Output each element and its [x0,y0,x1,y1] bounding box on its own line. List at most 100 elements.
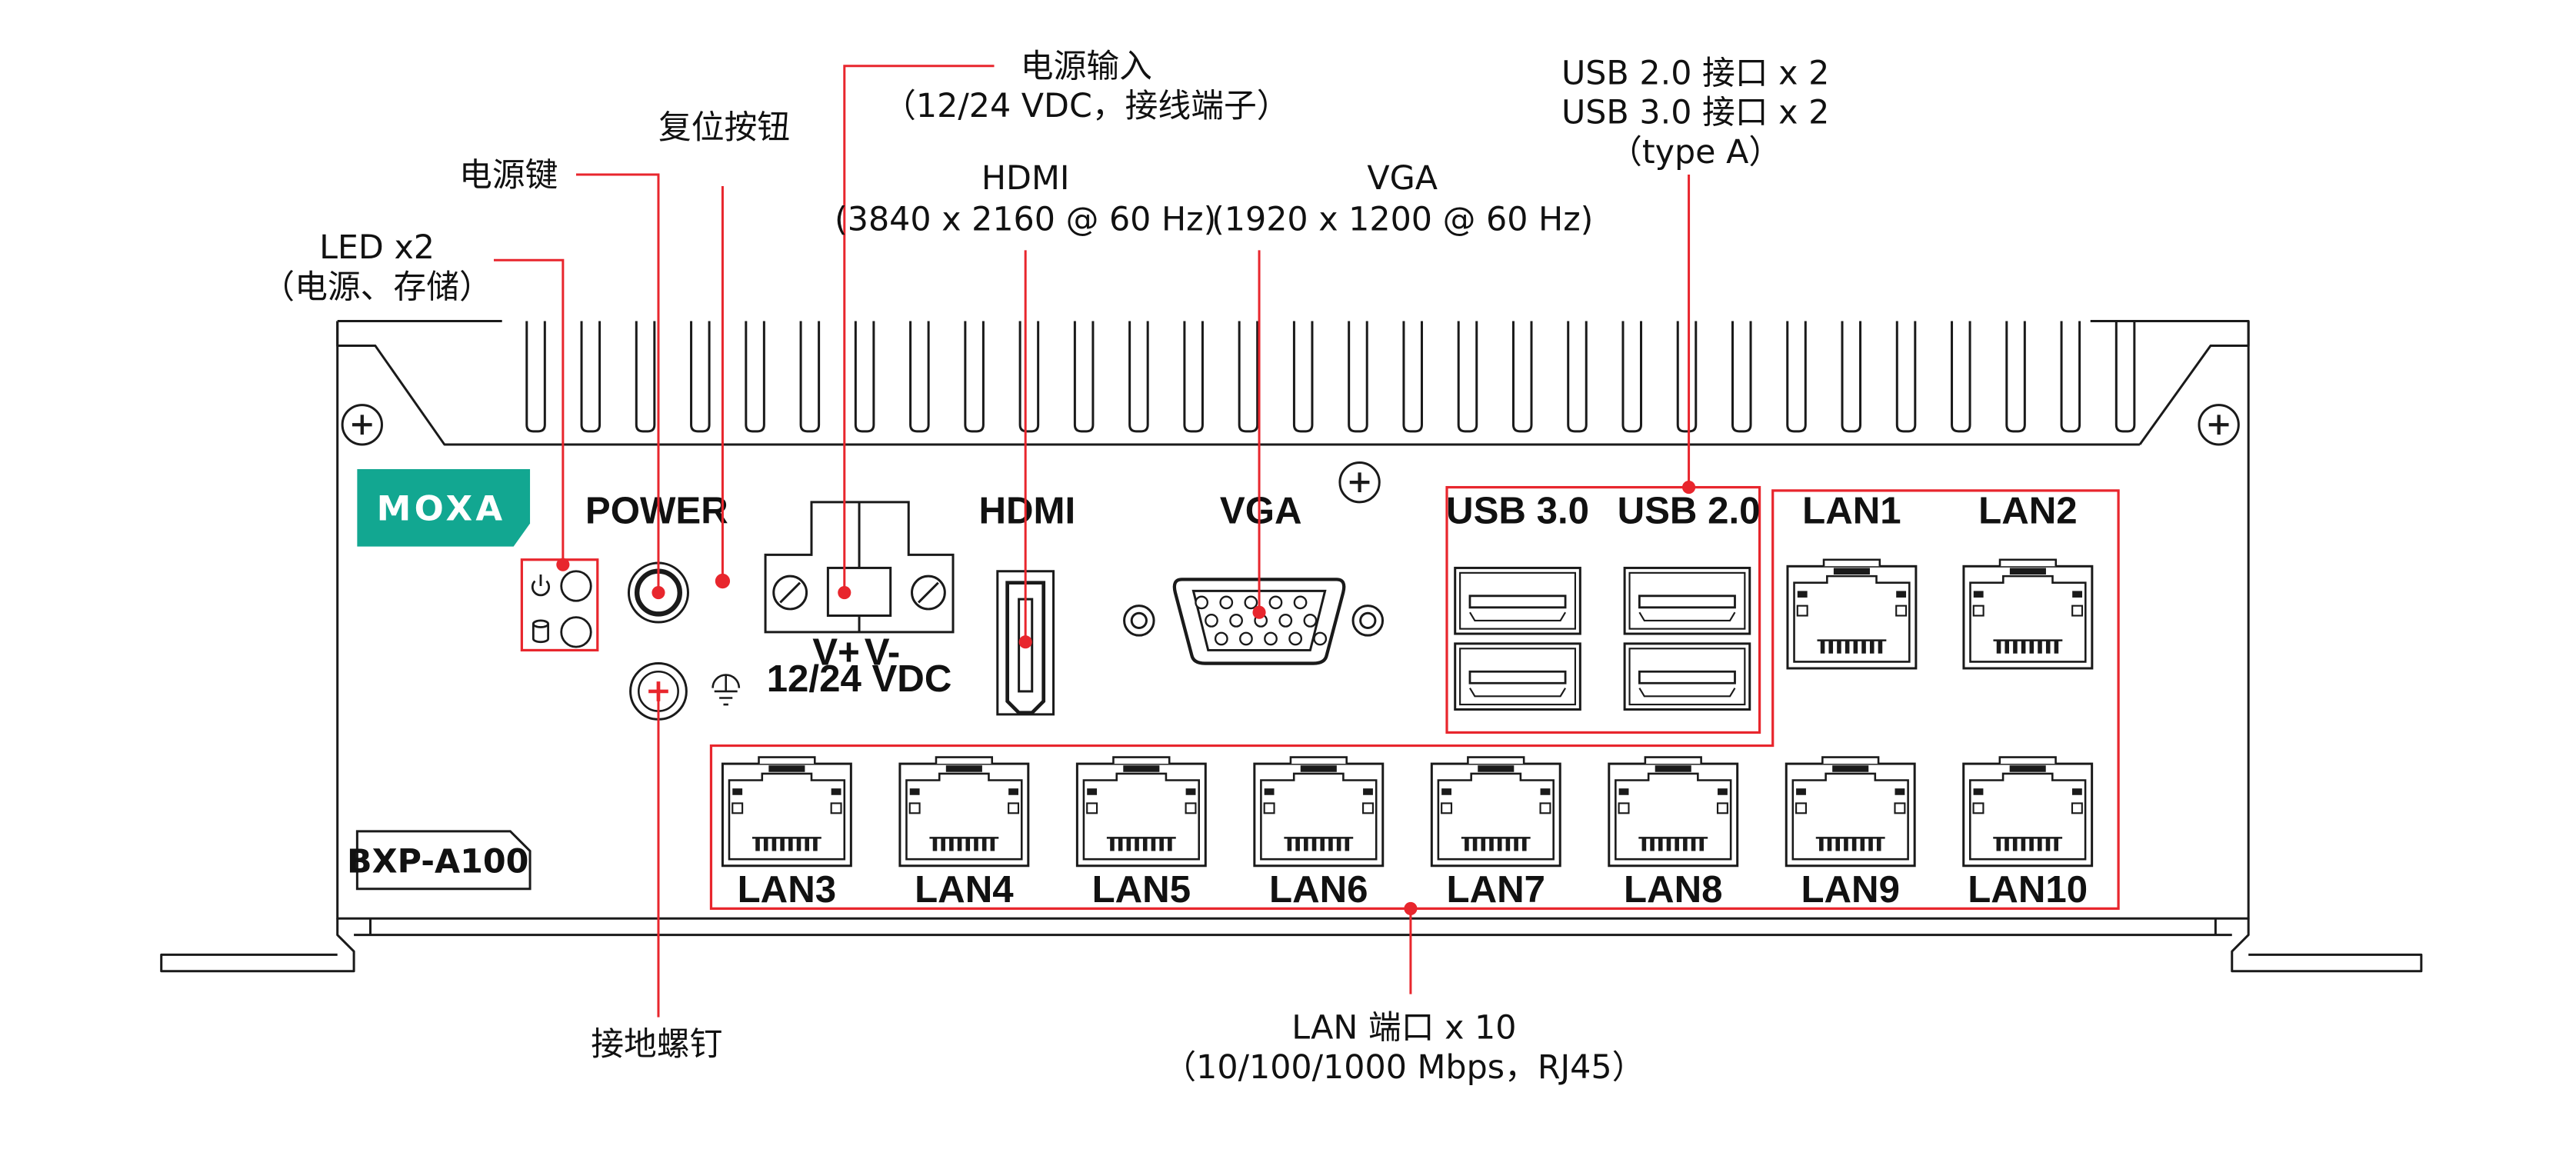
vga-pin [1303,614,1318,628]
vga-pin [1195,595,1209,610]
usb-callout-line2: USB 3.0 接口 x 2 [1561,94,1829,132]
hdmi-callout-line1: HDMI [981,159,1070,198]
usb-dot [1682,481,1696,495]
led-callout-line1: LED x2 [319,228,435,267]
leader-dots [556,481,1696,915]
usb-ports [1454,566,1751,711]
lan10-port-label: LAN10 [1968,868,2088,911]
led-leader [493,258,565,565]
lan-callout-line2: （10/100/1000 Mbps，RJ45） [1163,1048,1645,1087]
chassis [160,319,2423,973]
lan4-port[interactable] [898,756,1030,868]
lan4-port-label: LAN4 [915,868,1014,911]
terminal-plus-label: V+ [812,631,860,674]
chassis-right-corner [2138,345,2249,445]
vga-pin [1288,631,1303,646]
lan-highlight [709,489,2120,911]
mounting-rail [160,918,2423,973]
hdmi-port-label: HDMI [978,490,1075,532]
heatsink-fins [336,319,2250,433]
usb3-port-2[interactable] [1454,642,1581,711]
lan8-port-label: LAN8 [1624,868,1723,911]
vga-pin [1239,631,1253,646]
lan6-port-label: LAN6 [1269,868,1368,911]
chassis-body [336,321,2250,920]
lan1-port-label: LAN1 [1802,490,1901,532]
vga-pin [1205,614,1218,628]
led-group [520,558,599,652]
usb2-port-1[interactable] [1623,566,1751,635]
usb3-label: USB 3.0 [1446,490,1589,532]
lan7-port[interactable] [1430,756,1561,868]
usb2-port-2[interactable] [1623,642,1751,711]
power-input-callout-line2: （12/24 VDC，接线端子） [883,87,1289,125]
lan9-port-label: LAN9 [1801,868,1899,911]
lan5-port-label: LAN5 [1092,868,1191,911]
lan7-port-label: LAN7 [1447,868,1546,911]
vga-pin [1293,595,1308,610]
lan8-port[interactable] [1608,756,1739,868]
vga-pin [1219,595,1234,610]
mounting-rail-inner [368,918,2217,935]
usb3-port-1[interactable] [1454,566,1581,635]
vga-pin [1214,631,1228,646]
power-symbol-icon [531,574,551,597]
brand-text: MOXA [377,488,506,528]
model-plate: BXP-A100 [347,830,532,891]
terminal-minus-label: V- [865,631,901,674]
lan5-port[interactable] [1075,756,1207,868]
vga-callout-line2: (1920 x 1200 @ 60 Hz) [1211,201,1593,239]
lan2-port[interactable] [1962,558,2094,670]
ground-symbol-icon [711,674,741,706]
chassis-left-corner [337,345,2140,446]
chassis-screw-left [341,404,383,446]
power-input-callout-line1: 电源输入 [1021,48,1152,86]
usb-highlight [1445,485,1761,734]
vga-pin [1229,614,1243,628]
led-dot [556,558,570,571]
vga-pin [1244,595,1258,610]
model-name: BXP-A100 [347,842,528,881]
terminal-voltage-label: 12/24 VDC [767,658,952,700]
power-led [560,570,592,602]
power-input-leader [843,65,995,593]
vga-port-label: VGA [1220,490,1302,532]
power-button-label: POWER [585,490,728,532]
lan9-port[interactable] [1785,756,1916,868]
led-callout-line2: （电源、存储） [262,268,492,306]
vga-pin [1278,614,1293,628]
chassis-screw-right [2198,404,2240,446]
vga-dot [1252,605,1266,619]
power-input-dot [838,585,851,600]
ground-callout: 接地螺钉 [591,1025,722,1064]
power-terminal-block [764,501,955,634]
vga-port[interactable] [1123,578,1385,665]
lan1-port[interactable] [1786,558,1918,670]
lan3-port-label: LAN3 [738,868,837,911]
power-key-leader [575,173,660,593]
lan2-port-label: LAN2 [1978,490,2078,532]
lan6-port[interactable] [1253,756,1385,868]
usb2-label: USB 2.0 [1618,490,1761,532]
lan10-port[interactable] [1962,756,2094,868]
chassis-screw-middle [1338,461,1381,504]
power-key-callout: 电源键 [459,156,558,195]
usb-callout-line3: （type A） [1609,133,1781,172]
lan-dot [1404,901,1418,915]
reset-callout: 复位按钮 [658,108,790,147]
lan-callout-line1: LAN 端口 x 10 [1291,1008,1516,1047]
vga-callout-line1: VGA [1367,159,1438,198]
vga-pin [1313,631,1328,646]
leader-lines [493,65,1691,1017]
usb-callout-line1: USB 2.0 接口 x 2 [1561,54,1829,92]
callout-labels: LED x2 （电源、存储） 电源键 复位按钮 电源输入 （12/24 VDC，… [262,48,1829,1087]
moxa-logo: MOXA [357,469,531,547]
hdmi-dot [1018,635,1032,649]
vga-pin [1264,631,1278,646]
storage-led [560,616,592,648]
lan3-port[interactable] [721,756,852,868]
vga-pin [1268,595,1283,610]
storage-cylinder-icon [532,619,549,644]
